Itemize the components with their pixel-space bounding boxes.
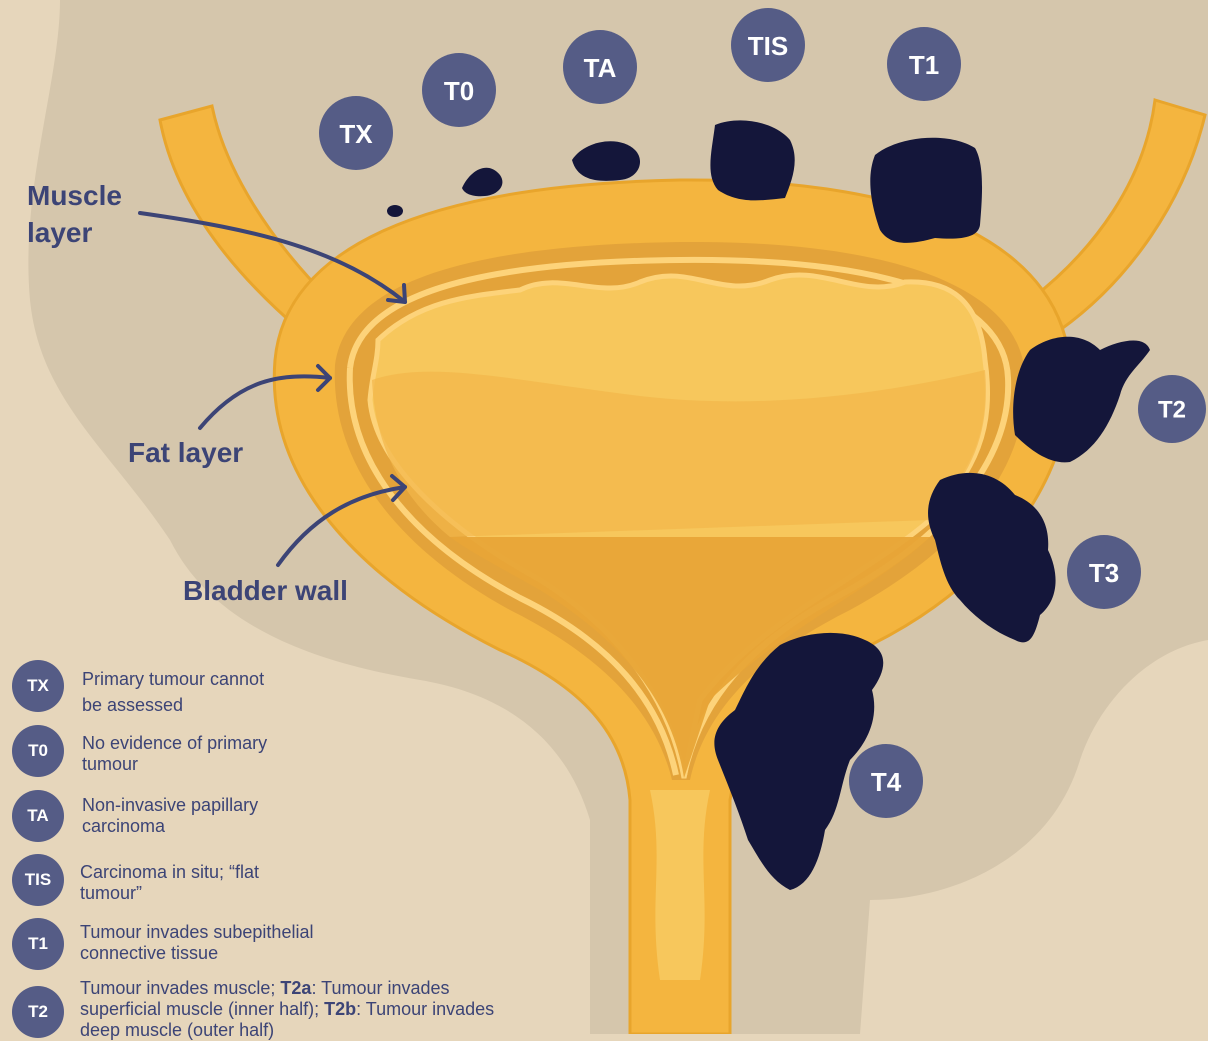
badge-ta: TA [584,53,617,83]
fat-layer-label: Fat layer [128,437,243,468]
badge-t0: T0 [444,76,474,106]
tumour-t1 [870,138,982,243]
muscle-layer-label-line2: layer [27,217,92,248]
badge-t3: T3 [1089,558,1119,588]
urethra [650,790,710,980]
bladder-wall-label: Bladder wall [183,575,348,606]
badge-t4: T4 [871,767,902,797]
tumour-tx [387,205,403,217]
badge-tis: TIS [748,31,788,61]
muscle-layer-label-line1: Muscle [27,180,122,211]
badge-t1: T1 [909,50,939,80]
badge-t2: T2 [1158,397,1186,424]
badge-tx: TX [339,119,373,149]
